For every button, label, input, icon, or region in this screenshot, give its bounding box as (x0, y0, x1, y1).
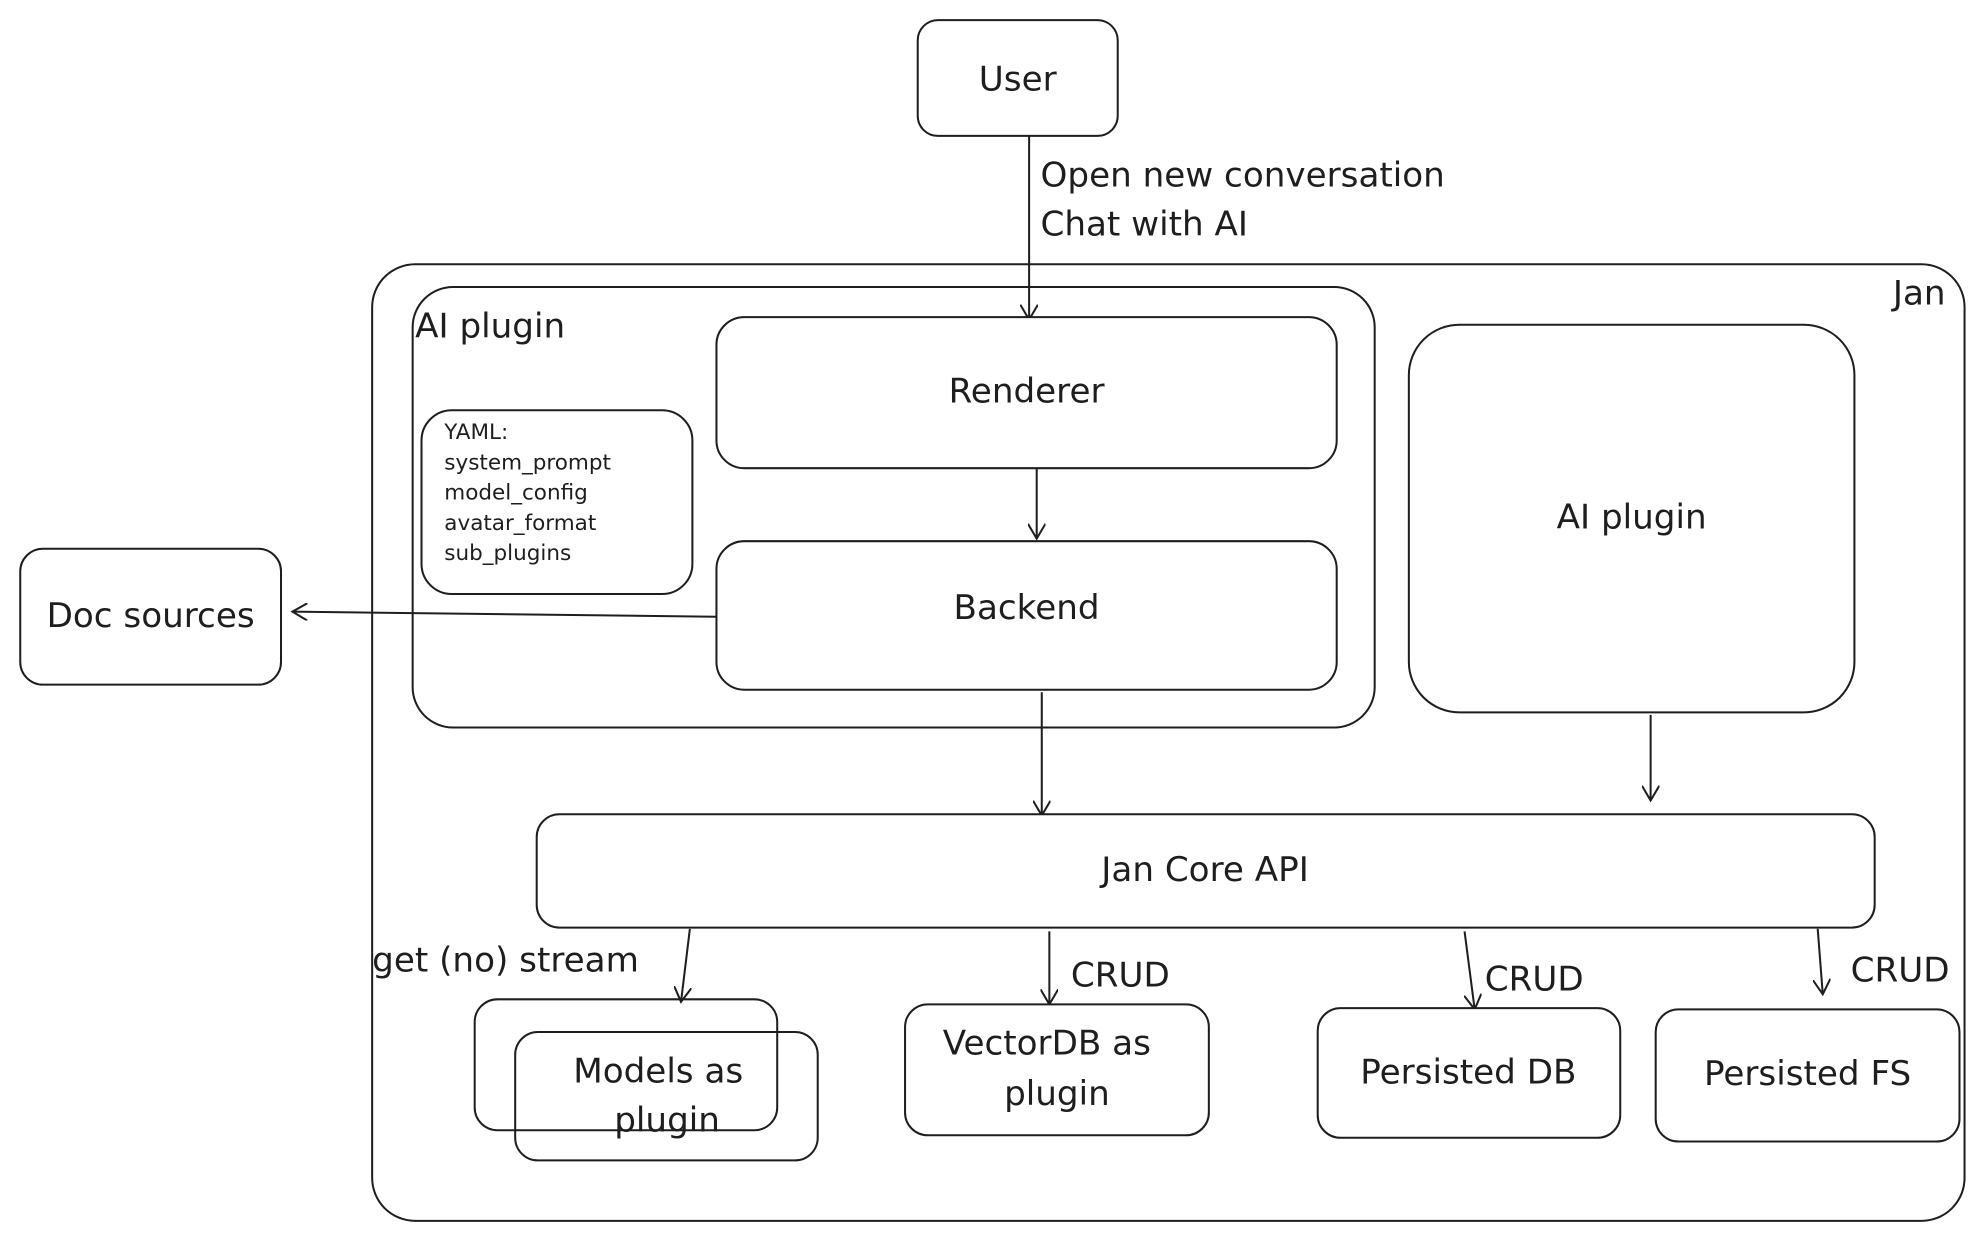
vectordb-label: plugin (1004, 1074, 1110, 1114)
models-label: plugin (614, 1101, 720, 1141)
ai-plugin-group-label: AI plugin (415, 306, 565, 346)
backend-label: Backend (954, 588, 1100, 628)
doc-sources-node: Doc sources (19, 547, 283, 686)
yaml-line: avatar_format (444, 511, 596, 536)
renderer-node: Renderer (715, 316, 1338, 470)
edge-backend-to-doc-sources (292, 612, 717, 617)
ai-plugin-right-label: AI plugin (1557, 498, 1707, 538)
jan-label: Jan (1891, 274, 1946, 314)
models-node: Models as plugin (473, 998, 819, 1162)
yaml-line: sub_plugins (444, 541, 571, 566)
vectordb-node: VectorDB as plugin (904, 1003, 1210, 1137)
edge-label-crud-fs: CRUD (1851, 951, 1950, 991)
core-api-node: Jan Core API (535, 813, 1876, 929)
edge-label-crud-vectordb: CRUD (1071, 956, 1170, 996)
jan-container: Jan (371, 263, 1966, 1222)
models-label: Models as (573, 1051, 743, 1091)
ai-plugin-right-node: AI plugin (1407, 323, 1856, 714)
yaml-line: system_prompt (444, 451, 611, 476)
yaml-line: model_config (444, 481, 587, 506)
persisted-fs-node: Persisted FS (1654, 1008, 1961, 1143)
persisted-fs-label: Persisted FS (1704, 1054, 1911, 1094)
yaml-line: YAML: (443, 420, 508, 445)
doc-sources-label: Doc sources (47, 596, 255, 636)
user-label: User (979, 60, 1057, 100)
edge-core-to-models (681, 928, 690, 1002)
persisted-db-label: Persisted DB (1360, 1053, 1576, 1093)
edge-label-crud-db: CRUD (1485, 960, 1584, 1000)
edge-core-to-fs (1818, 928, 1823, 994)
vectordb-label: VectorDB as (943, 1024, 1151, 1064)
persisted-db-node: Persisted DB (1316, 1007, 1622, 1139)
edge-core-to-db (1463, 931, 1475, 1009)
core-api-label: Jan Core API (1099, 850, 1308, 890)
backend-node: Backend (715, 540, 1338, 691)
user-node: User (916, 19, 1119, 137)
edge-label-get-stream: get (no) stream (372, 941, 639, 981)
yaml-config-node: YAML: system_prompt model_config avatar_… (420, 409, 694, 596)
edge-label-open-conversation: Open new conversation (1040, 155, 1444, 195)
renderer-label: Renderer (949, 372, 1105, 412)
edge-label-chat-with-ai: Chat with AI (1040, 204, 1247, 244)
ai-plugin-group: AI plugin (411, 285, 1376, 729)
